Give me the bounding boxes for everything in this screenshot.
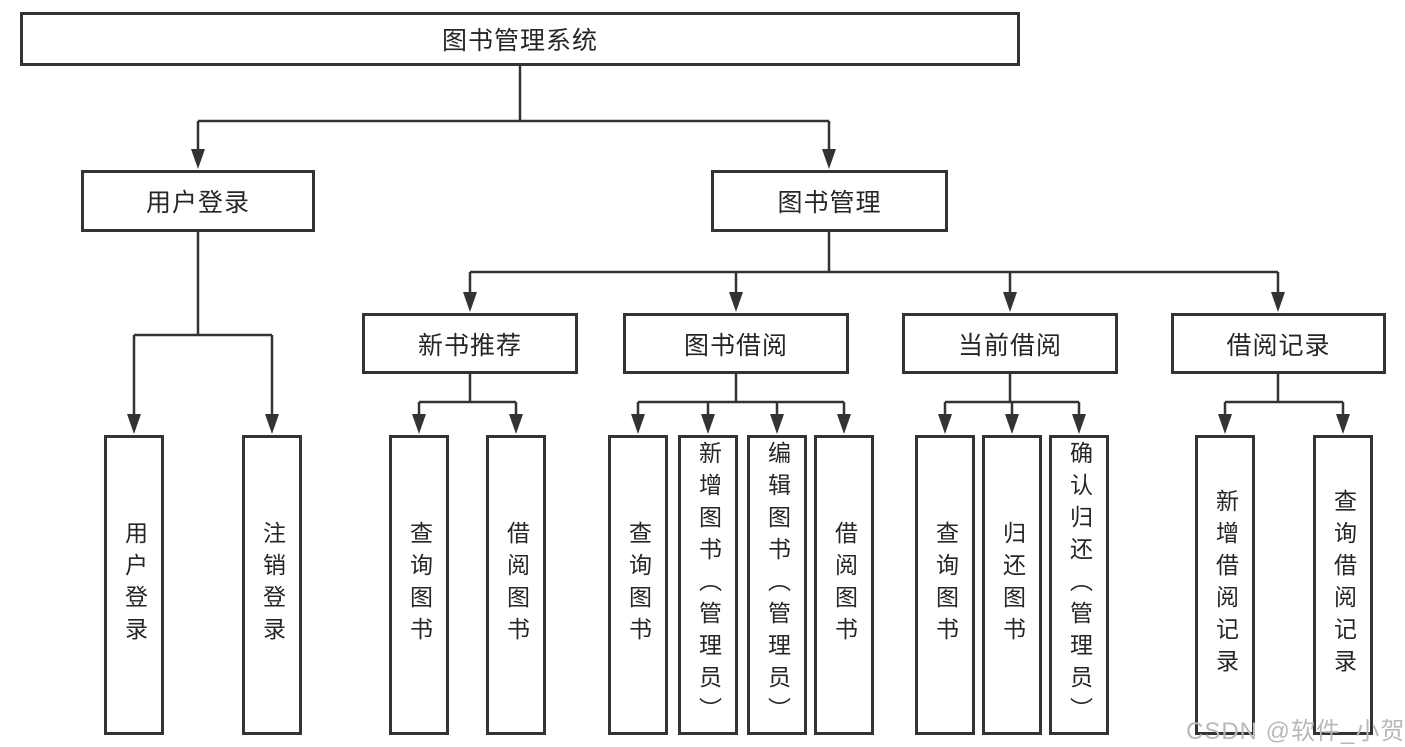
leaf-query-book-recommend: 查询图书	[389, 435, 449, 735]
node-label: 确认归还（管理员）	[1066, 441, 1093, 729]
node-book-management: 图书管理	[711, 170, 948, 232]
node-label: 编辑图书（管理员）	[764, 441, 791, 729]
node-book-borrow: 图书借阅	[623, 313, 849, 374]
node-new-book-recommend: 新书推荐	[362, 313, 578, 374]
node-label: 查询图书	[625, 521, 652, 649]
leaf-logout: 注销登录	[242, 435, 302, 735]
node-label: 查询图书	[406, 521, 433, 649]
leaf-add-book-admin: 新增图书（管理员）	[678, 435, 738, 735]
node-label: 新书推荐	[417, 331, 522, 360]
node-label: 图书管理	[777, 189, 882, 217]
leaf-user-login: 用户登录	[104, 435, 164, 735]
leaf-query-book-current: 查询图书	[915, 435, 975, 735]
leaf-return-book: 归还图书	[982, 435, 1042, 735]
node-root: 图书管理系统	[20, 12, 1020, 66]
node-label: 归还图书	[999, 521, 1026, 649]
leaf-query-book-borrow: 查询图书	[608, 435, 668, 735]
leaf-query-borrow-record: 查询借阅记录	[1313, 435, 1373, 735]
node-label: 用户登录	[121, 521, 148, 649]
node-label: 新增图书（管理员）	[695, 441, 722, 729]
node-label: 用户登录	[145, 189, 250, 217]
node-label: 借阅图书	[831, 521, 858, 649]
leaf-edit-book-admin: 编辑图书（管理员）	[747, 435, 807, 735]
node-current-borrow: 当前借阅	[902, 313, 1118, 374]
node-label: 注销登录	[259, 521, 286, 649]
node-label: 新增借阅记录	[1212, 489, 1239, 681]
node-label: 查询借阅记录	[1330, 489, 1357, 681]
node-label: 借阅记录	[1226, 331, 1331, 360]
node-label: 查询图书	[932, 521, 959, 649]
node-borrow-records: 借阅记录	[1171, 313, 1386, 374]
watermark: CSDN @软件_小贺同学	[1186, 718, 1405, 745]
leaf-borrow-book-recommend: 借阅图书	[486, 435, 546, 735]
node-label: 图书管理系统	[441, 27, 598, 55]
node-label: 图书借阅	[683, 331, 788, 360]
node-label: 借阅图书	[503, 521, 530, 649]
leaf-confirm-return-admin: 确认归还（管理员）	[1049, 435, 1109, 735]
leaf-add-borrow-record: 新增借阅记录	[1195, 435, 1255, 735]
leaf-borrow-book: 借阅图书	[814, 435, 874, 735]
node-label: 当前借阅	[957, 331, 1062, 360]
node-user-login: 用户登录	[81, 170, 315, 232]
